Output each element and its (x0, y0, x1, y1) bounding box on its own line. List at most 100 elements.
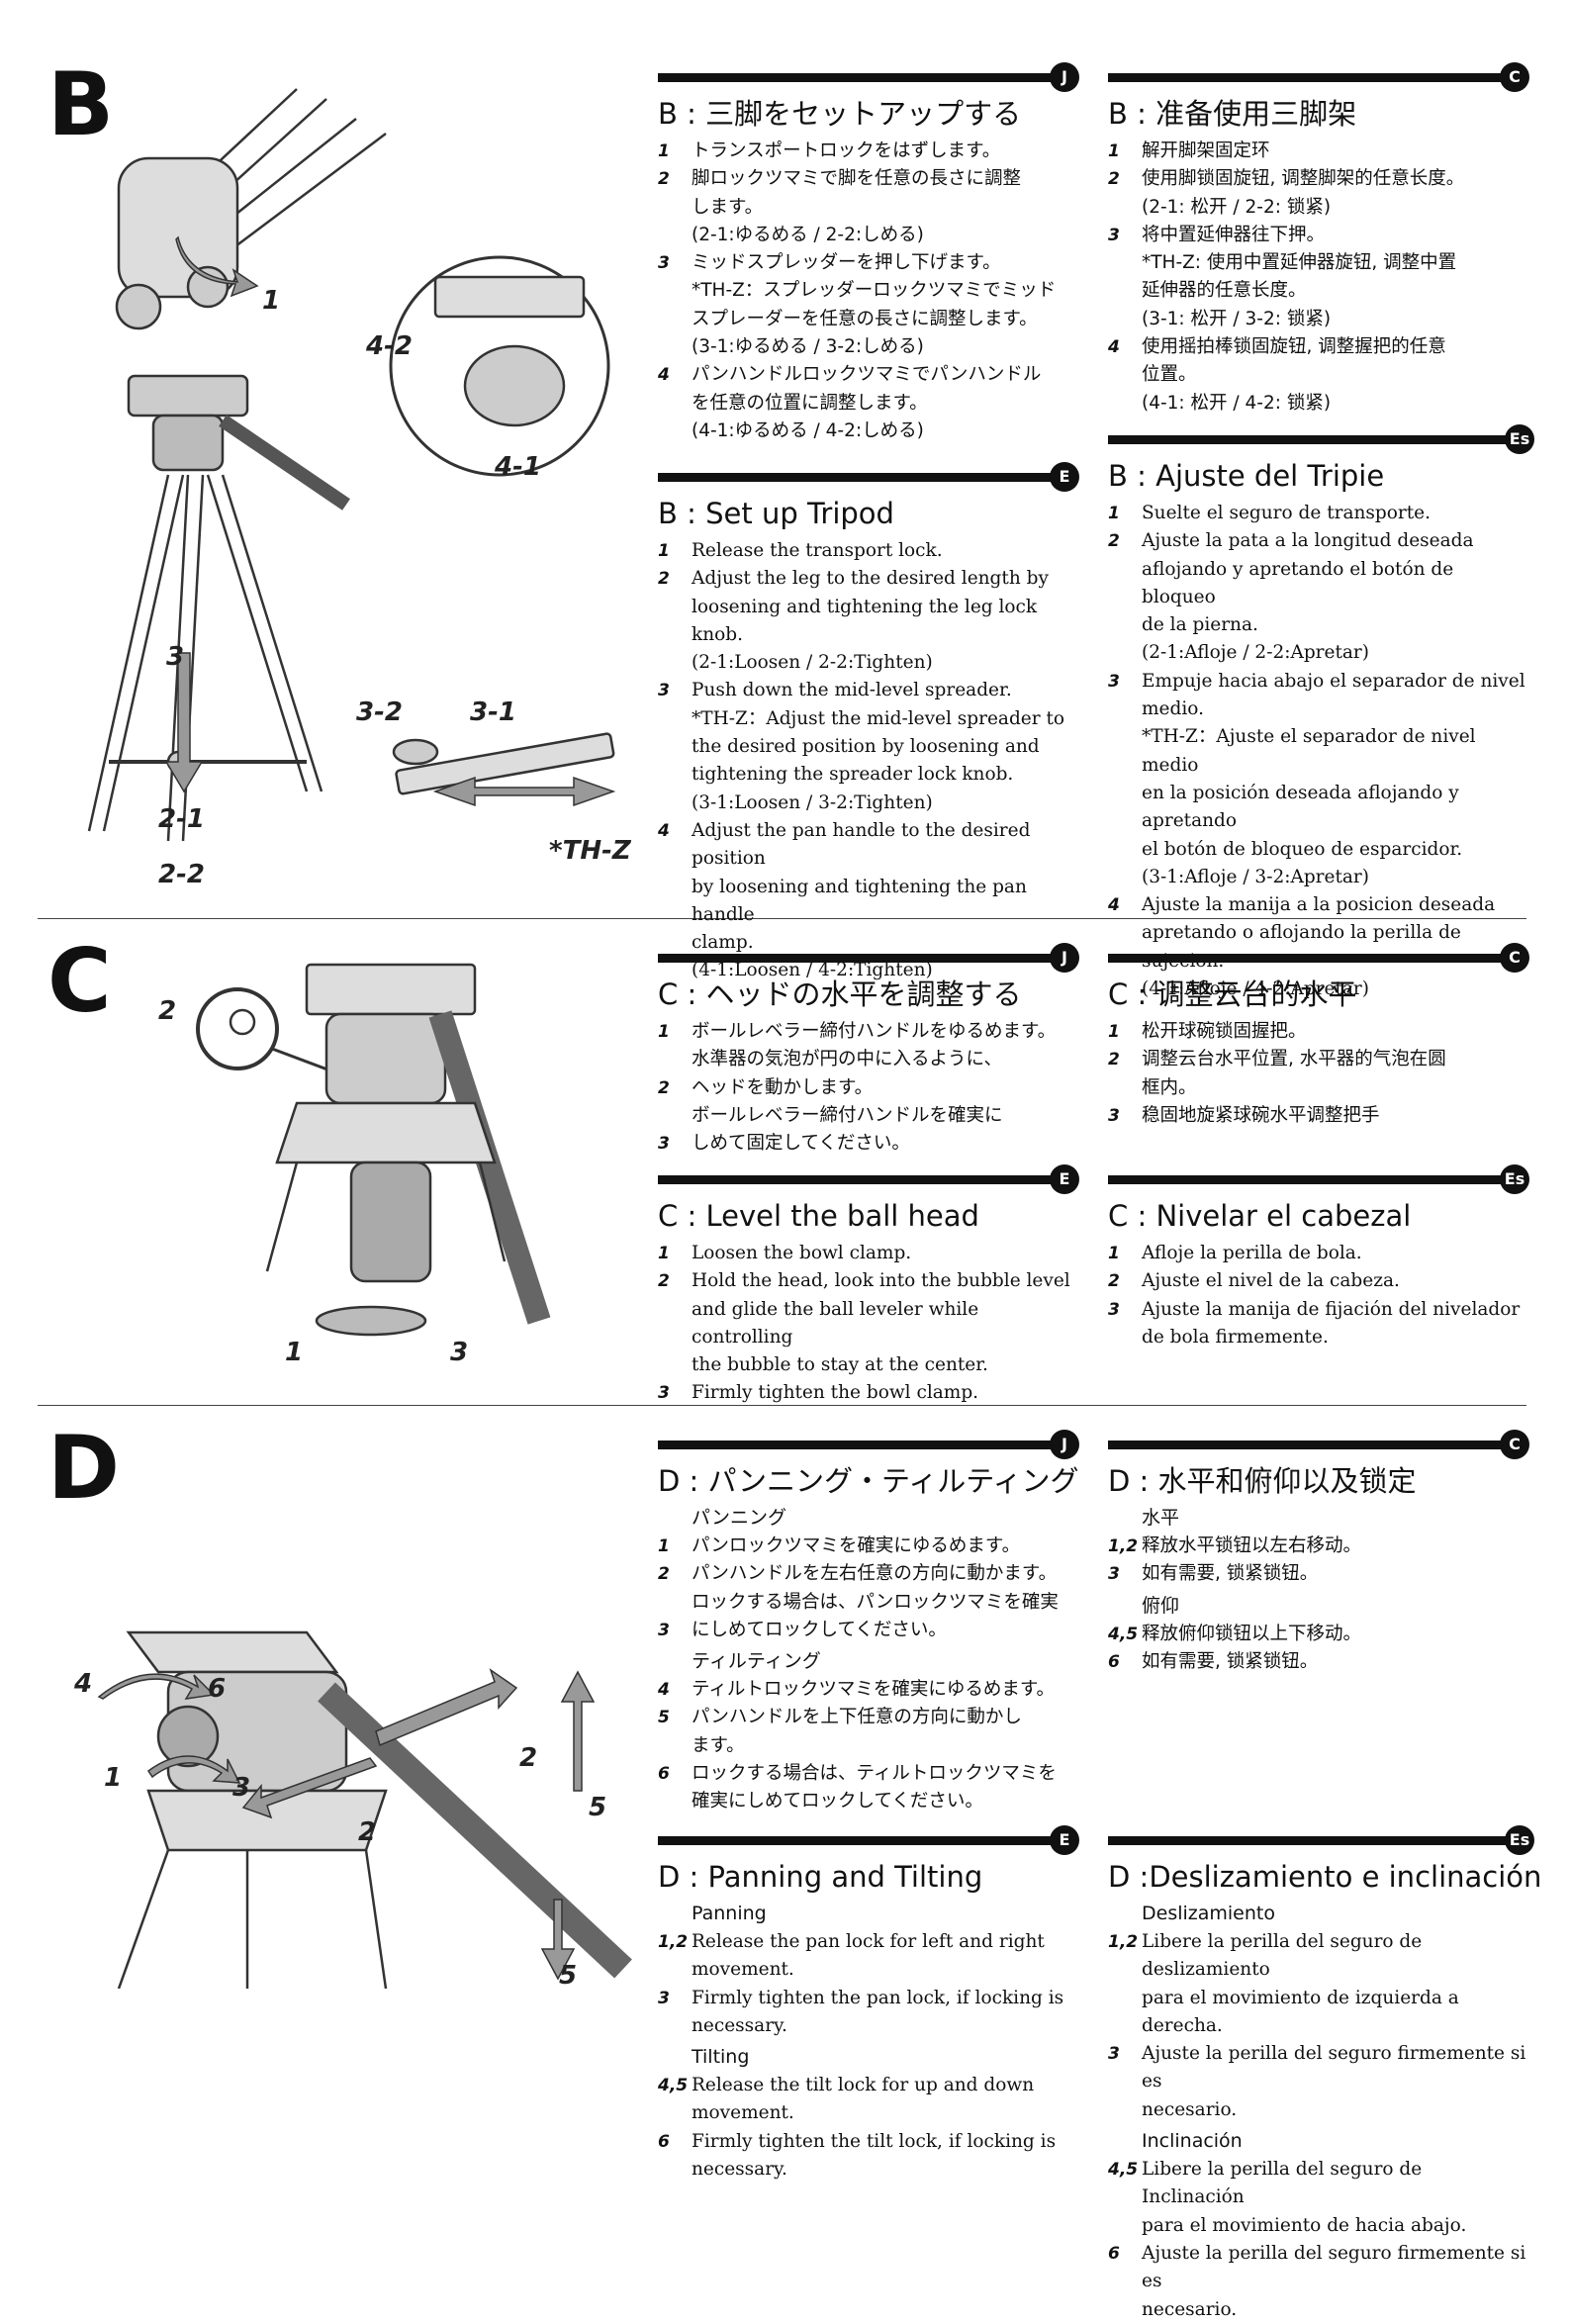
svg-text:*TH-Z: *TH-Z (549, 836, 632, 866)
language-bar: C (1108, 62, 1529, 92)
section-divider (38, 1405, 1526, 1406)
step-text: しめて固定してください。 (692, 1133, 910, 1155)
step-number: 1 (1108, 504, 1120, 523)
language-badge-e: E (1050, 1164, 1079, 1194)
svg-text:3: 3 (232, 1773, 250, 1803)
step-number: 1 (1108, 1244, 1120, 1263)
step-text: 释放水平锁钮以左右移动。 (1142, 1535, 1362, 1556)
step-number: 2 (658, 569, 670, 590)
step-number: 2 (658, 1564, 670, 1585)
language-badge-e: E (1050, 462, 1079, 492)
step-text: Release the tilt lock for up and down mo… (692, 2075, 1035, 2124)
step-number: 3 (658, 1988, 670, 2008)
step-number: 2 (1108, 169, 1120, 190)
step-text: パンハンドルロックツマミでパンハンドル を任意の位置に調整します。 (4-1:ゆ… (692, 364, 1042, 441)
step-text: Libere la perilla del seguro de deslizam… (1142, 1931, 1459, 2036)
step-number: 3 (658, 253, 670, 274)
step-text: 如有需要, 锁紧锁钮。 (1142, 1650, 1319, 1672)
step-text: パンロックツマミを確実にゆるめます。 (692, 1535, 1021, 1556)
language-badge-j: J (1050, 1430, 1079, 1459)
step-number: 1 (658, 141, 670, 161)
svg-text:2-2: 2-2 (158, 860, 205, 889)
subsection-label: Panning (692, 1903, 767, 1924)
svg-text:2: 2 (358, 1817, 376, 1847)
section-d-es-title: D :Deslizamiento e inclinación (1108, 1860, 1542, 1894)
language-bar: J (658, 1430, 1079, 1459)
step-number: 1 (658, 541, 670, 561)
step-text: Libere la perilla del seguro de Inclinac… (1142, 2159, 1467, 2236)
language-badge-e: E (1050, 1825, 1079, 1855)
step-number: 1 (1108, 141, 1120, 161)
step-number: 4 (1108, 337, 1120, 358)
step-text: Loosen the bowl clamp. (692, 1243, 912, 1263)
svg-text:3-2: 3-2 (356, 697, 403, 727)
section-b-ja-title: B : 三脚をセットアップする (658, 97, 1022, 131)
step-number: 4,5 (1108, 2160, 1139, 2181)
step-number: 4,5 (658, 2076, 689, 2096)
step-number: 2 (1108, 531, 1120, 552)
step-text: パンハンドルを上下任意の方向に動かし ます。 (692, 1707, 1022, 1756)
section-d-zh-title: D : 水平和俯仰以及锁定 (1108, 1464, 1417, 1498)
svg-text:3: 3 (450, 1338, 468, 1367)
step-text: 使用摇拍棒锁固旋钮, 调整握把的任意 位置。 (4-1: 松开 / 4-2: 锁… (1142, 336, 1446, 414)
step-text: Afloje la perilla de bola. (1142, 1243, 1362, 1263)
step-text: Ajuste la perilla del seguro firmemente … (1142, 2043, 1526, 2120)
step-number: 3 (1108, 1564, 1120, 1585)
step-text: Suelte el seguro de transporte. (1142, 503, 1431, 523)
language-bar: Es (1108, 424, 1534, 454)
language-badge-es: Es (1505, 1825, 1534, 1855)
step-number: 3 (1108, 1299, 1120, 1320)
subsection-label: ティルティング (692, 1650, 821, 1673)
svg-text:2-1: 2-1 (158, 804, 205, 834)
step-number: 1,2 (658, 1932, 689, 1952)
step-text: Adjust the leg to the desired length by … (692, 568, 1049, 674)
instruction-step: 1 Afloje la perilla de bola. (1108, 1240, 1524, 1267)
instruction-step: ボールレベラー締付ハンドルを確実に (658, 1102, 1103, 1130)
step-number: 2 (658, 169, 670, 190)
step-number: 4 (658, 820, 670, 841)
step-text: 脚ロックツマミで脚を任意の長さに調整 します。 (2-1:ゆるめる / 2-2:… (692, 168, 1022, 245)
step-text: 使用脚锁固旋钮, 调整脚架的任意长度。 (2-1: 松开 / 2-2: 锁紧) (1142, 168, 1465, 218)
step-number: 3 (1108, 671, 1120, 692)
section-letter-c: C (47, 930, 112, 1032)
language-badge-c: C (1500, 1430, 1529, 1459)
step-number: 6 (658, 2131, 670, 2152)
step-text: Ajuste la perilla del seguro firmemente … (1142, 2242, 1526, 2320)
tripod-setup-illustration: 1 4-2 4-1 3 3-2 3-1 2-1 2-2 *TH-Z (87, 88, 632, 889)
step-text: ヘッドを動かします。 (692, 1076, 874, 1098)
step-number: 4,5 (1108, 1624, 1139, 1644)
step-text: Release the pan lock for left and right … (692, 1931, 1045, 1981)
svg-text:3: 3 (166, 642, 184, 672)
